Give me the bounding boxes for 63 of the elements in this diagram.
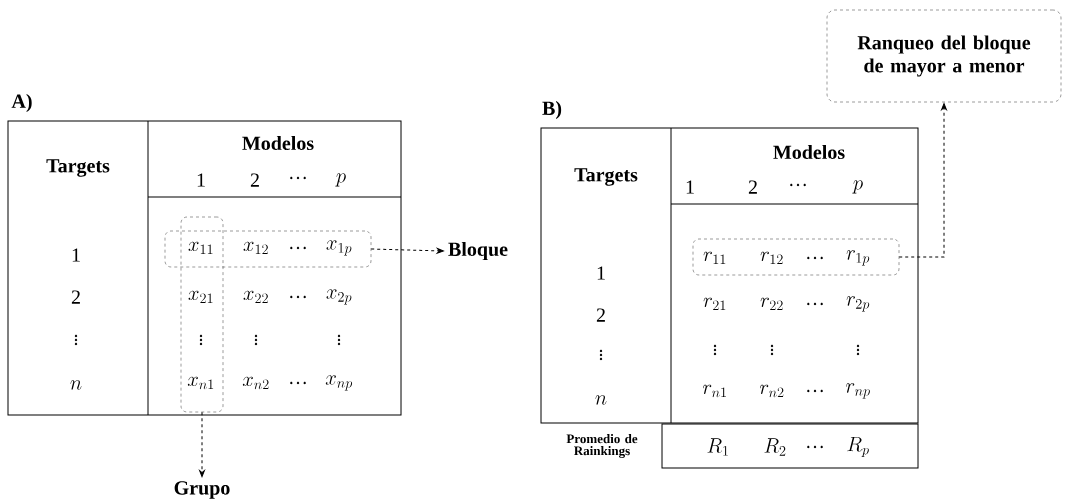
column-heading: Targets	[46, 159, 110, 177]
matrix-entry: $\vdots$	[856, 344, 860, 356]
note-box: Ranqueo del bloque de mayor a menor	[826, 9, 1062, 103]
matrix-entry: $r_{11}$	[703, 251, 726, 264]
matrix-entry: $r_{n1}$	[703, 384, 726, 398]
matrix-entry: $r_{1p}$	[846, 250, 870, 266]
matrix-entry: $r_{n2}$	[760, 384, 784, 398]
matrix-entry: $x_{22}$	[243, 290, 268, 304]
column-number: …	[290, 176, 306, 180]
matrix-entry: $x_{21}$	[188, 290, 213, 304]
callout-text: Grupo	[174, 481, 230, 499]
matrix-entry: $x_{11}$	[188, 241, 213, 254]
matrix-entry: $r_{21}$	[703, 297, 726, 311]
matrix-entry: $x_{np}$	[325, 375, 353, 391]
column-heading: Modelos	[773, 144, 845, 160]
matrix-entry: $x_{n1}$	[187, 376, 214, 390]
matrix-entry: $r_{2p}$	[846, 296, 870, 312]
panel-label: A)	[11, 93, 32, 113]
matrix-entry: …	[290, 295, 306, 299]
matrix-entry: $R_{1}$	[707, 438, 728, 456]
matrix-entry: $r_{22}$	[760, 297, 783, 311]
arrow	[898, 103, 947, 258]
row-number: 2	[596, 308, 605, 322]
matrix-entry: …	[807, 445, 823, 449]
row-number: $\vdots$	[599, 349, 603, 361]
block-outline	[164, 230, 372, 268]
row-heading: Promedio de Rainkings	[566, 434, 638, 458]
matrix-entry: $x_{n2}$	[242, 376, 269, 390]
matrix-entry: …	[290, 246, 306, 250]
matrix-entry: $x_{12}$	[243, 241, 268, 254]
row-number: $n$	[70, 380, 82, 390]
column-number: 1	[686, 180, 694, 194]
row-number: 1	[597, 266, 605, 280]
column-number: $p$	[852, 180, 863, 194]
arrow	[199, 411, 205, 478]
matrix-entry: $r_{np}$	[846, 383, 870, 399]
arrow	[370, 247, 444, 254]
matrix-entry: $\vdots$	[713, 344, 717, 356]
matrix-entry: $x_{1p}$	[326, 240, 352, 256]
matrix-entry: $\vdots$	[337, 334, 341, 346]
column-number: 1	[197, 173, 205, 187]
column-number: …	[790, 183, 806, 187]
row-number: $\vdots$	[74, 334, 78, 346]
callout-text: Bloque	[448, 241, 508, 261]
matrix-entry: $\vdots$	[770, 344, 774, 356]
matrix-entry: $R_{2}$	[764, 438, 786, 456]
column-number: $p$	[335, 173, 346, 187]
matrix-entry: …	[807, 256, 823, 260]
matrix-entry: …	[807, 302, 823, 306]
panel-label: B)	[542, 100, 562, 120]
column-heading: Modelos	[242, 135, 314, 151]
column-number: 2	[250, 173, 259, 187]
row-number: 2	[71, 290, 80, 304]
block-outline	[692, 238, 900, 276]
column-number: 2	[748, 180, 757, 194]
row-number: $n$	[595, 395, 607, 405]
matrix-entry: $R_{p}$	[847, 436, 869, 458]
group-outline	[180, 216, 224, 413]
matrix-entry: $\vdots$	[199, 334, 203, 346]
matrix-entry: $r_{12}$	[760, 251, 783, 264]
matrix-entry: …	[290, 381, 306, 385]
matrix-entry: …	[807, 389, 823, 393]
row-number: 1	[72, 248, 80, 262]
